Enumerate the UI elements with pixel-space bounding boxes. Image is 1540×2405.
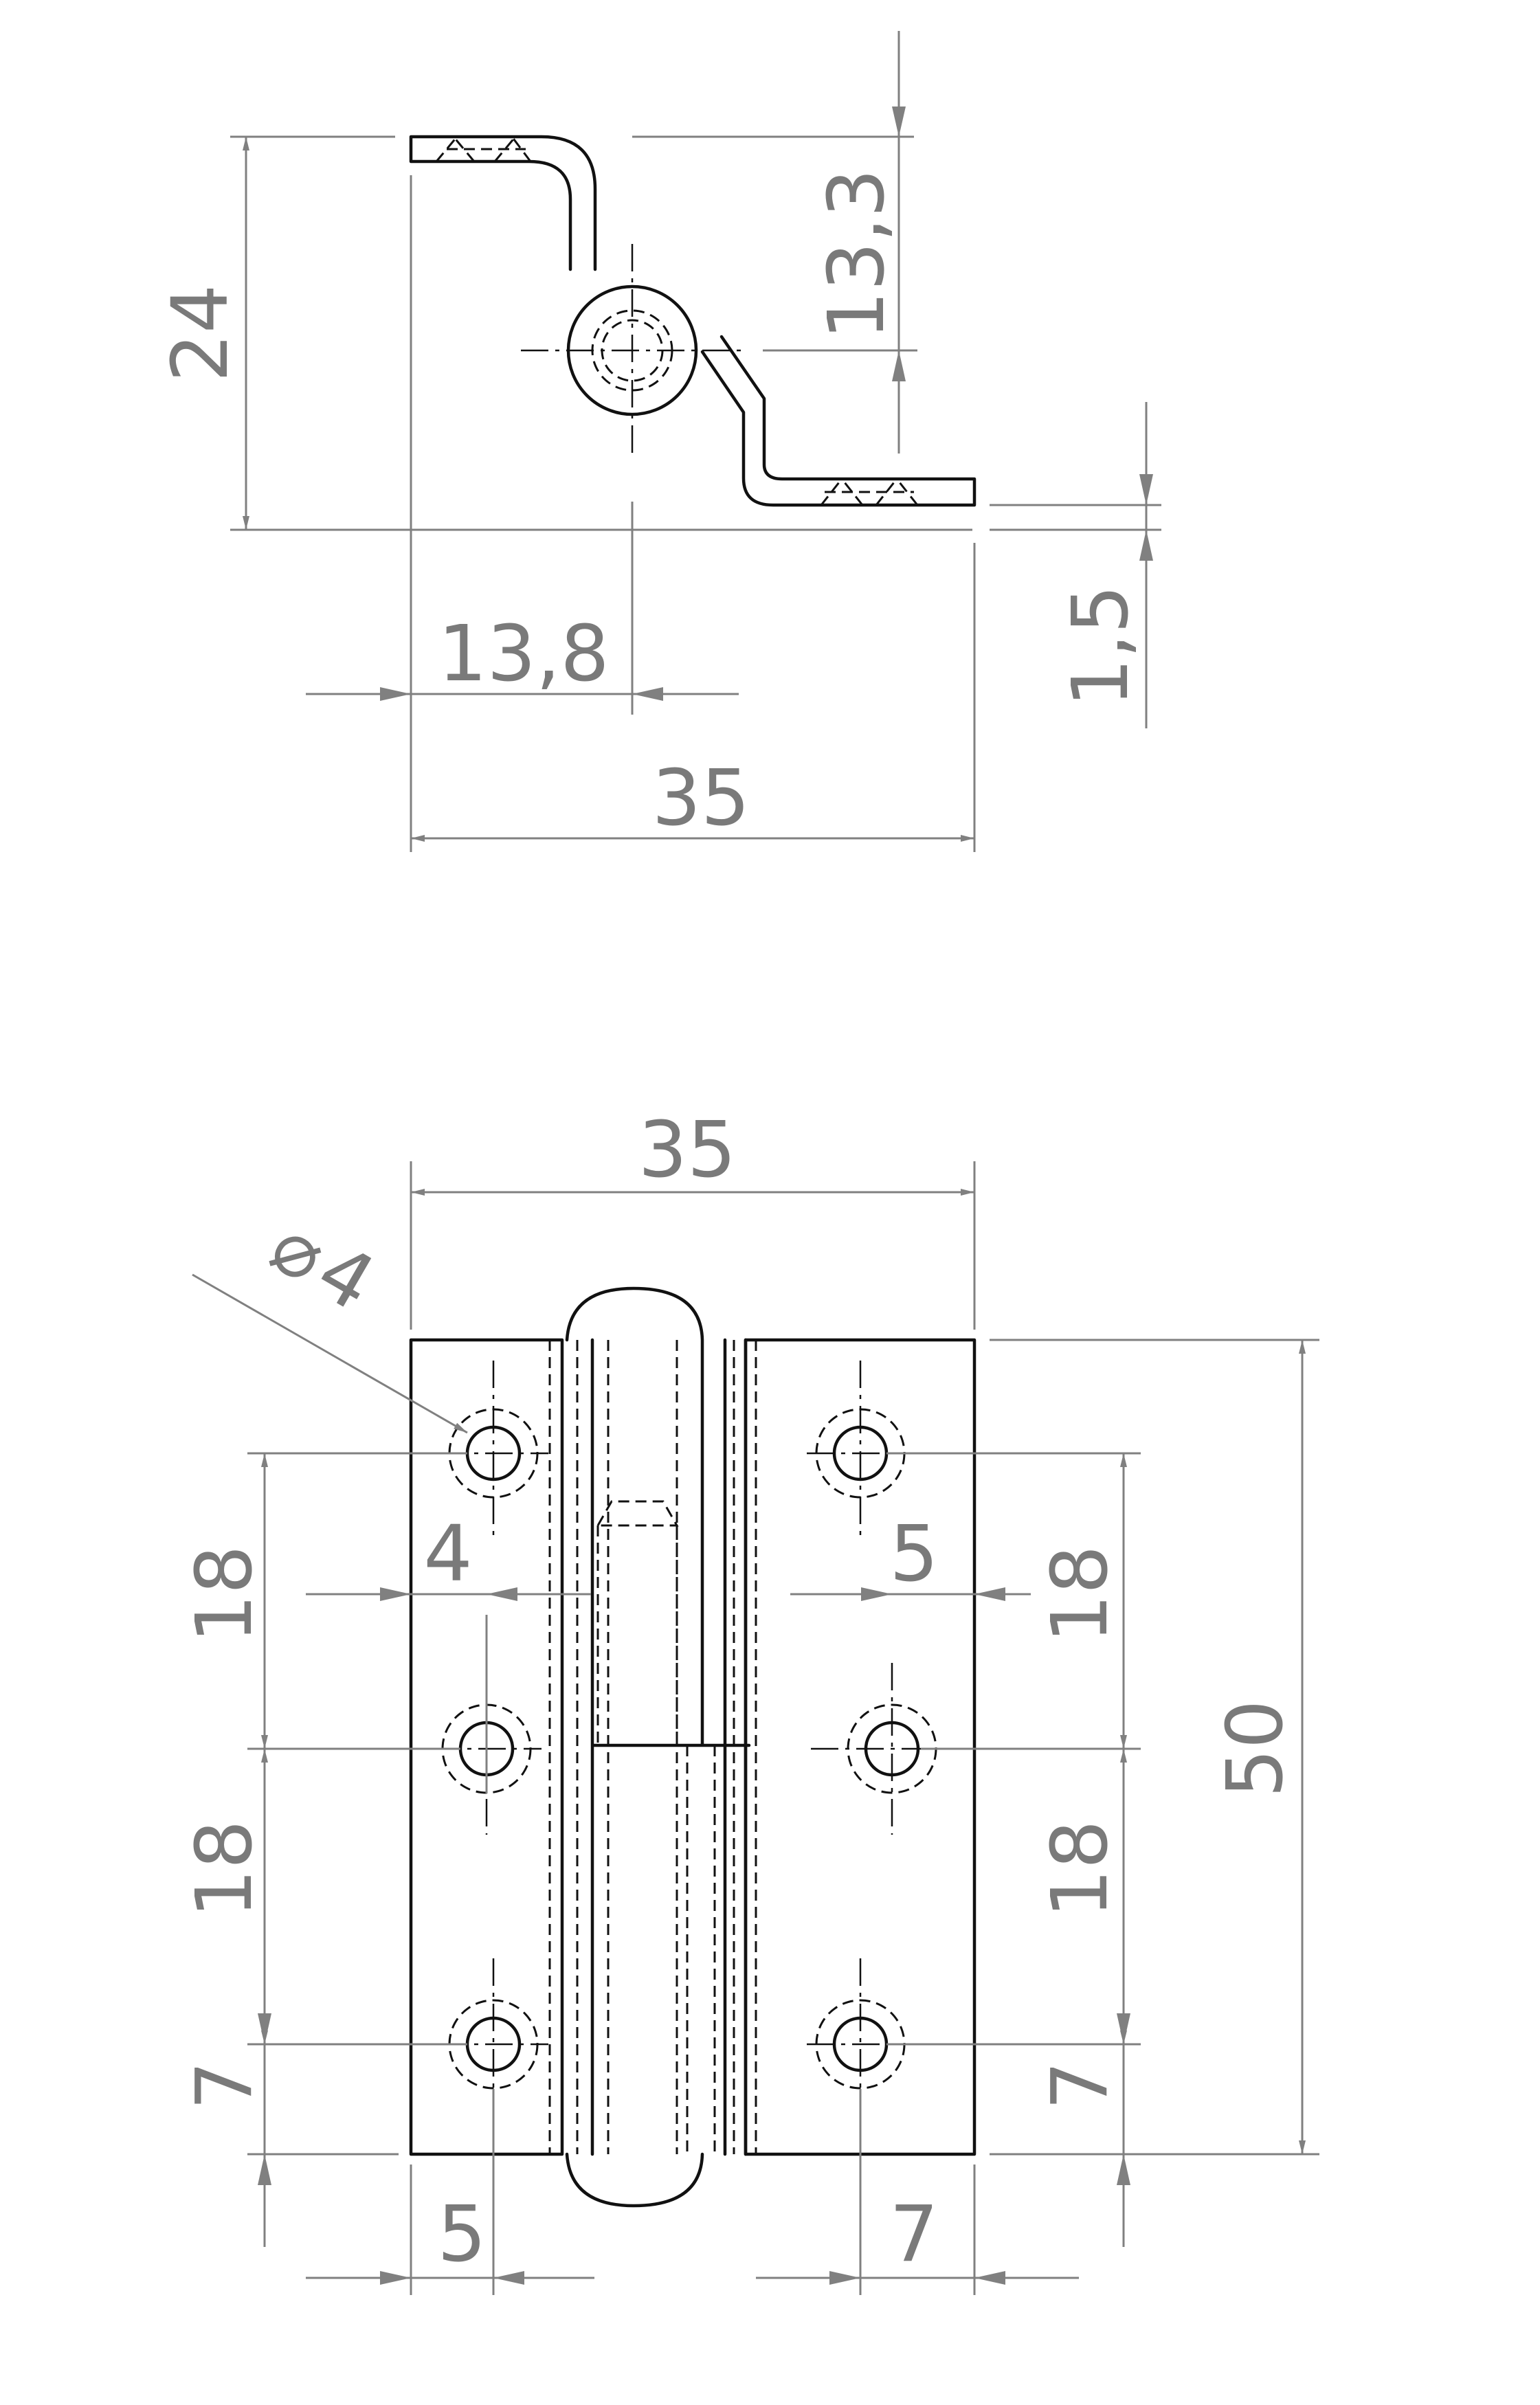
front-dim-50-label: 50: [1211, 1700, 1300, 1798]
side-profile-outline: [409, 135, 977, 507]
hole-diameter-leader: [192, 1273, 468, 1434]
front-dim-right-18-upper-label: 18: [1036, 1545, 1125, 1644]
knuckle-barrel: [565, 1286, 751, 2208]
side-dim-13-8-arrow-left: [380, 687, 411, 701]
side-extension-lines: [230, 135, 1161, 852]
side-dim-13-3-arrow-bottom: [892, 350, 906, 381]
front-dim-right-18-lower-label: 18: [1036, 1820, 1125, 1919]
front-dim-35-label: 35: [638, 1106, 737, 1195]
front-dim-left-7-label: 7: [180, 2061, 269, 2110]
side-dim-24-label: 24: [156, 284, 245, 383]
knuckle-barrel-right-edges: [723, 1338, 748, 2156]
left-leaf-plate: [409, 1338, 564, 2156]
side-dim-13-3-label: 13,3: [812, 168, 902, 339]
side-view: 24 13,3 13,8 35 1,5: [156, 31, 1161, 852]
side-dim-1-5-arrow-top: [1139, 474, 1153, 505]
pin-hidden-lines: [548, 1340, 757, 2154]
side-countersink-left: [435, 136, 532, 162]
front-dim-right-5-label: 5: [889, 1510, 938, 1599]
front-extension-lines: [247, 1161, 1319, 2295]
side-dim-13-3-arrow-top: [892, 107, 906, 137]
front-dim-left-4-label: 4: [423, 1510, 472, 1599]
side-dim-35-label: 35: [652, 754, 750, 843]
side-dim-1-5-label: 1,5: [1056, 585, 1146, 707]
side-dim-13-8-label: 13,8: [438, 609, 609, 699]
front-dim-bottom-7-label: 7: [889, 2190, 938, 2279]
front-dim-left-18-lower-label: 18: [180, 1820, 269, 1919]
side-countersink-right: [820, 478, 919, 506]
hole-diameter-label: ⌀ 4: [256, 1200, 390, 1329]
front-dim-bottom-5-arrows: [380, 2271, 524, 2285]
front-dim-bottom-5-label: 5: [437, 2190, 486, 2279]
front-dim-right-7-label: 7: [1036, 2061, 1125, 2110]
side-dim-1-5-arrow-bottom: [1139, 530, 1153, 561]
front-dim-left-18-upper-label: 18: [180, 1545, 269, 1644]
side-dim-13-8-arrow-right: [632, 687, 663, 701]
front-dim-right-5-arrows: [861, 1587, 1005, 1601]
front-view: 35 50 18 18 7 18 18 7 4 5 5 7 ⌀ 4: [180, 1106, 1319, 2295]
front-dim-left-4-arrows: [380, 1587, 517, 1601]
